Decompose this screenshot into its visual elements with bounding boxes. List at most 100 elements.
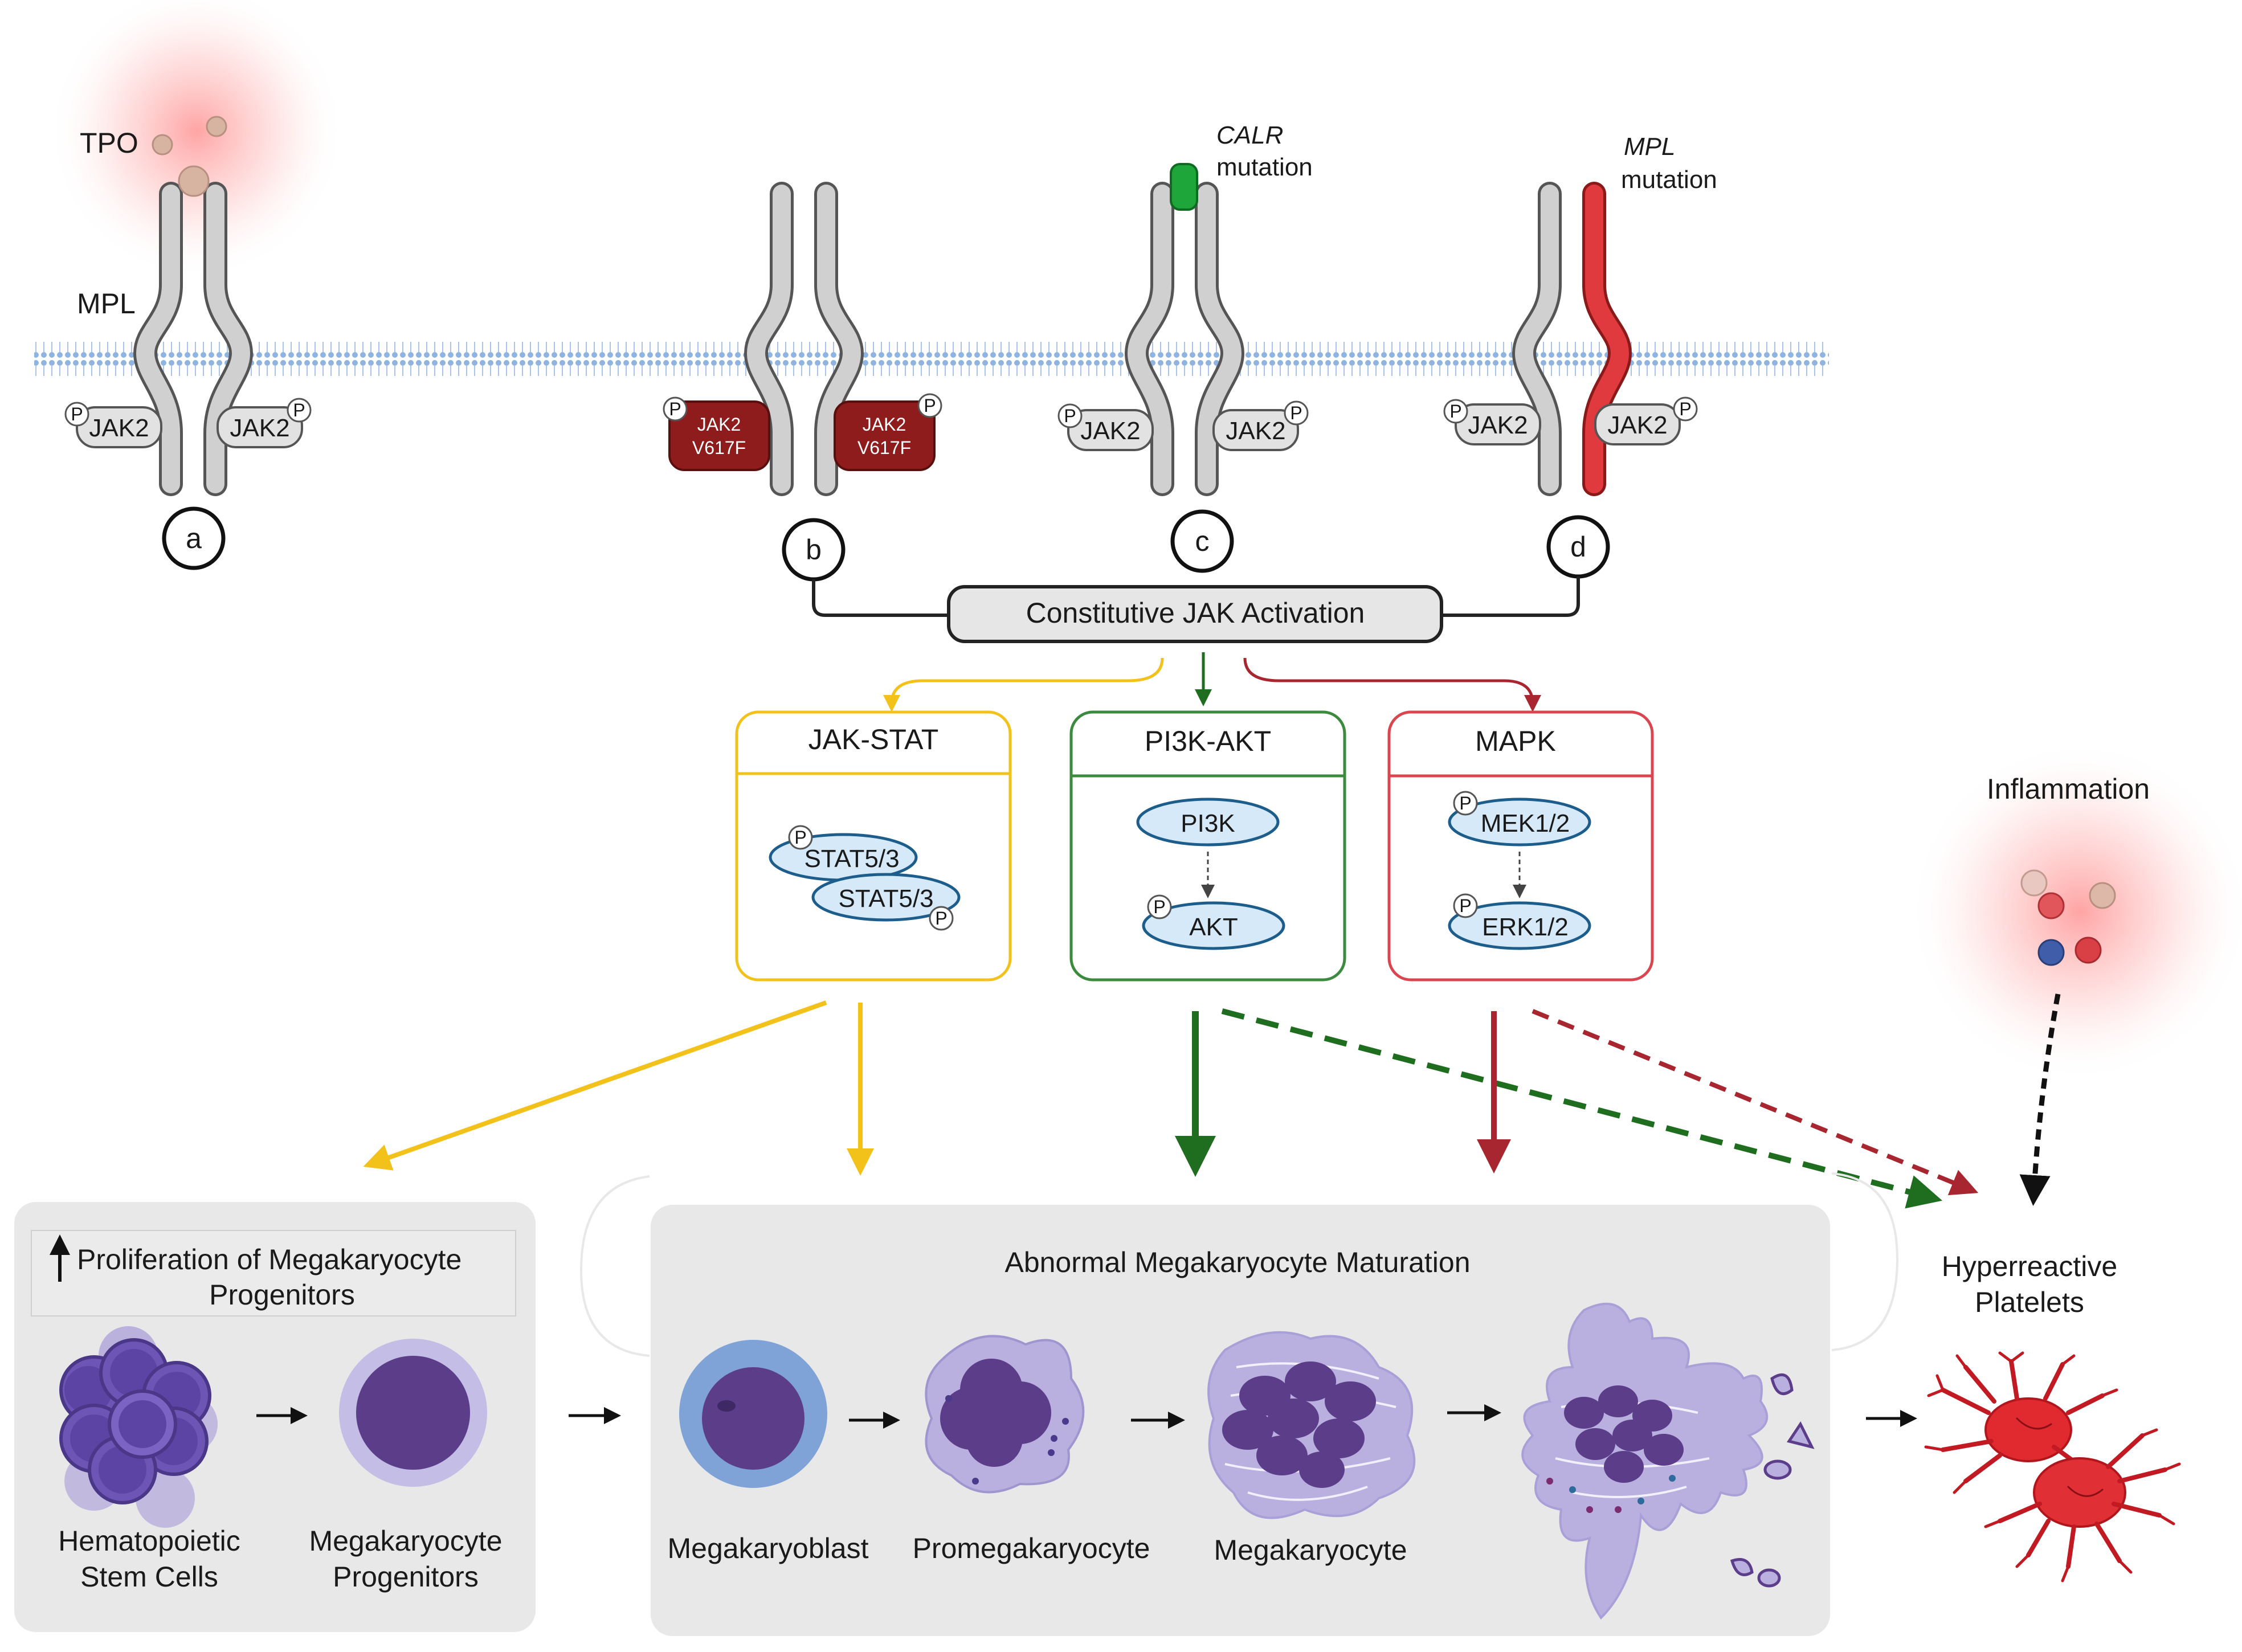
stat-label: STAT5/3: [804, 845, 899, 873]
jak2-v617f-line1: JAK2: [697, 414, 741, 435]
mpl-mutation-label: mutation: [1621, 166, 1717, 194]
calr-label: CALR: [1216, 121, 1283, 149]
pi3k-label: PI3K: [1181, 809, 1235, 837]
tpo-molecule: [152, 134, 173, 156]
letter-d: d: [1570, 531, 1586, 563]
proliferation-title-line1: Proliferation of Megakaryocyte: [77, 1244, 462, 1275]
bracket-line: [812, 579, 949, 617]
receptor-a: [133, 182, 254, 496]
maturation-title: Abnormal Megakaryocyte Maturation: [1004, 1246, 1470, 1278]
mapk-title: MAPK: [1475, 725, 1556, 757]
proplatelet-megakaryocyte: [1521, 1302, 1815, 1620]
constitutive-jak-box: [947, 585, 1443, 643]
tpo-glow: [48, 0, 345, 279]
mkp-label-line1: Megakaryocyte: [309, 1525, 502, 1557]
letter-b: b: [806, 534, 822, 566]
phospho-badge: [1443, 399, 1468, 424]
letter-circle-a: [162, 506, 226, 570]
phospho-badge: [1453, 791, 1478, 816]
promegakaryocyte-cell: [925, 1335, 1085, 1494]
pi3k-protein: [1136, 798, 1280, 847]
faint-outline: [1831, 1172, 1899, 1351]
proliferation-title-line2: Progenitors: [209, 1279, 355, 1311]
phospho-label: P: [935, 908, 947, 929]
jak2-label: JAK2: [1080, 417, 1140, 445]
jakstat-title: JAK-STAT: [808, 723, 939, 755]
phospho-label: P: [669, 399, 681, 419]
jak2-label: JAK2: [1226, 417, 1285, 445]
tpo-ligand: [178, 165, 210, 197]
pi3k-title: PI3K-AKT: [1145, 725, 1271, 757]
phospho-badge: [1057, 403, 1083, 428]
megakaryocyte-cell: [1207, 1331, 1416, 1519]
megakaryoblast-cell: [679, 1340, 827, 1488]
jak2-v617f-box: [668, 400, 770, 471]
phospho-badge: [64, 402, 89, 427]
phospho-label: P: [1679, 399, 1691, 419]
receptor-d: [1512, 182, 1632, 496]
jak2-box: [1594, 403, 1681, 445]
jak2-label: JAK2: [230, 414, 289, 442]
jak2-box: [1212, 409, 1299, 451]
receptor-c: [1124, 182, 1245, 496]
megakaryocyte-progenitor-cell: [339, 1339, 487, 1487]
phospho-badge: [663, 396, 688, 422]
cytokine: [2074, 937, 2102, 964]
phospho-label: P: [1153, 897, 1165, 917]
phospho-label: P: [1459, 793, 1471, 813]
arrow-pi3k-to-platelets: [1221, 1008, 1943, 1209]
stage-label-promegakaryocyte: Promegakaryocyte: [913, 1532, 1150, 1564]
mkp-label-line2: Progenitors: [333, 1561, 479, 1593]
phospho-label: P: [293, 400, 305, 420]
arrow-jakstat-to-proliferation: [363, 1000, 827, 1171]
stat-protein: [811, 873, 961, 922]
jak2-box: [217, 406, 303, 448]
phospho-label: P: [924, 395, 936, 416]
jak2-box: [1455, 403, 1541, 445]
stat-label: STAT5/3: [838, 885, 933, 913]
jak2-box: [76, 406, 162, 448]
mek-protein: [1448, 798, 1591, 847]
letter-a: a: [186, 522, 202, 554]
receptor-b: [744, 182, 864, 496]
cytokine: [2089, 882, 2116, 909]
faint-outline: [579, 1175, 650, 1357]
phospho-badge: [1147, 894, 1172, 919]
letter-c: c: [1195, 525, 1210, 557]
platelets-label-line1: Hyperreactive: [1942, 1250, 2117, 1282]
inflammation-label: Inflammation: [1987, 773, 2150, 805]
jak2-label: JAK2: [89, 414, 149, 442]
jak2-v617f-box: [834, 400, 936, 471]
arrow-to-jakstat: [883, 657, 1164, 712]
phospho-badge: [1284, 400, 1309, 426]
phospho-label: P: [71, 404, 83, 424]
stage-label-megakaryoblast: Megakaryoblast: [668, 1532, 869, 1564]
mek-label: MEK1/2: [1481, 809, 1570, 837]
phospho-badge: [1453, 893, 1478, 918]
phospho-badge: [788, 825, 813, 850]
akt-label: AKT: [1189, 913, 1238, 941]
jak2-label: JAK2: [1607, 411, 1667, 439]
cytokine: [2020, 869, 2048, 897]
stage-label-megakaryocyte: Megakaryocyte: [1214, 1534, 1407, 1566]
mpl-label: MPL: [77, 288, 136, 320]
hsc-label-line1: Hematopoietic: [58, 1525, 240, 1557]
phospho-label: P: [1064, 406, 1076, 426]
phospho-badge: [917, 393, 942, 418]
jak2-box: [1067, 409, 1154, 451]
proliferation-title-box: [31, 1230, 516, 1316]
phospho-label: P: [794, 827, 806, 848]
jak2-v617f-line2: V617F: [692, 437, 746, 458]
cytokine: [2037, 939, 2065, 966]
phospho-label: P: [1290, 403, 1302, 423]
calr-mutant-protein: [1170, 163, 1198, 211]
inflammation-glow: [1909, 741, 2242, 1082]
jak2-v617f-line1: JAK2: [863, 414, 906, 435]
calr-mutation-label: mutation: [1216, 153, 1313, 181]
cell-membrane: [34, 341, 1829, 381]
akt-protein: [1142, 901, 1285, 950]
erk-protein: [1448, 901, 1591, 950]
hyperreactive-platelets: [1924, 1351, 2181, 1583]
